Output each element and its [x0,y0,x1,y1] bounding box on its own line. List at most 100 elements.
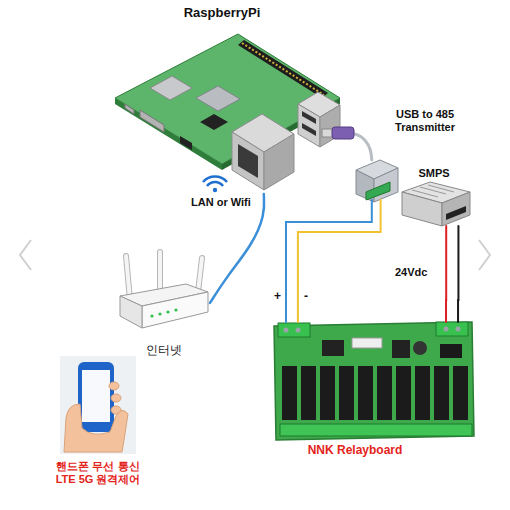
converter-label: USB to 485 Transmitter [377,108,473,133]
relay-board-picture [278,323,310,337]
raspberry-pi-picture [232,132,264,190]
raspberry-pi-picture [125,104,134,114]
wire [210,194,264,303]
relay-board-picture [274,322,474,440]
relay-board-picture [280,424,472,436]
raspberry-pi-picture [196,86,240,111]
relay-board-picture [456,327,461,332]
raspberry-pi-picture [302,123,316,136]
polarity-mark: - [303,290,309,304]
smps-picture [402,192,442,226]
smps-power-supply: SMPS [402,184,470,226]
phone-picture [60,356,136,454]
smps-picture [442,192,470,226]
relay-board-picture [413,341,427,355]
relay-board-picture [320,366,335,420]
raspberry-pi-picture [150,76,192,100]
raspberry-pi-picture [238,144,258,178]
router-picture [174,308,177,311]
rs485-wires [286,200,381,322]
raspberry-pi-board: RaspberryPi [112,24,342,194]
router-picture [150,314,153,317]
relay-board-picture [301,366,316,420]
wire [298,200,381,322]
phone-picture [109,382,119,390]
relay-board-picture [274,322,474,440]
raspberry-pi-picture [242,43,324,95]
relay-board-picture [453,366,468,420]
relay-board-picture [396,366,411,420]
smps-picture [420,187,446,194]
connector-label: LAN or Wifi [190,196,252,209]
usb-485-converter-picture [366,182,390,200]
relay-board-picture [436,322,468,336]
raspberry-pi-picture [200,114,228,130]
board-label: RaspberryPi [162,6,282,21]
raspberry-pi-picture [320,105,340,147]
usb-plug [332,127,354,139]
wire [457,226,459,322]
phone-picture [60,356,136,454]
usb-485-converter-picture [356,160,398,202]
raspberry-pi-picture [298,104,320,147]
phone-caption: 핸드폰 무선 통신 LTE 5G 원격제어 [52,460,144,485]
relay-board-label: NNK Relayboard [280,444,430,458]
relay-board-picture [284,328,289,333]
relay-board-picture [444,327,449,332]
relay-board-picture [282,366,297,420]
raspberry-pi-picture [302,111,316,124]
relay-board-picture [339,366,354,420]
router-picture [166,310,169,313]
raspberry-pi-picture [115,34,340,164]
connector-label: 24Vdc [394,266,428,279]
router-picture [157,252,163,292]
wifi-symbol [213,188,217,192]
router-picture [198,258,202,292]
router-picture [126,256,130,300]
power-wires [446,226,458,322]
relay-board-picture [415,366,430,420]
wifi-symbol [203,177,227,193]
mobile-phone: 핸드폰 무선 통신 LTE 5G 원격제어 [60,356,136,456]
power-supply-label: SMPS [399,167,469,180]
relay-board-picture [377,366,392,420]
phone-picture [111,394,121,402]
router-picture [158,312,161,315]
usb-plug [322,127,354,139]
relay-board-picture [352,338,382,348]
relay-board-picture [296,328,301,333]
wifi-symbol [207,182,223,186]
polarity-mark: + [273,290,282,304]
phone-picture [82,370,110,422]
relay-board-picture [358,366,373,420]
usb-485-converter: USB to 485 Transmitter [352,160,396,200]
relay-board-picture [322,340,344,356]
router-picture [158,252,162,292]
relay-board: NNK Relayboard [272,322,476,440]
router-picture [198,258,202,292]
router-picture [120,252,208,328]
raspberry-pi-picture [180,136,192,150]
raspberry-pi-picture [238,40,328,98]
smps-picture [446,206,466,220]
router-picture [120,296,142,328]
phone-picture [64,404,128,452]
raspberry-pi-picture [264,134,294,190]
smps-picture [428,185,454,192]
nav-chevron [20,240,31,270]
raspberry-pi-picture [115,34,340,190]
router-label: 인터넷 [124,344,204,358]
raspberry-pi-picture [140,110,164,132]
relay-board-picture [440,344,462,358]
router-picture [126,256,130,300]
router-picture [142,292,208,328]
lan-cable [210,194,264,303]
internet-router: 인터넷 [118,252,210,334]
relay-board-picture [392,340,410,358]
wire [445,226,447,322]
